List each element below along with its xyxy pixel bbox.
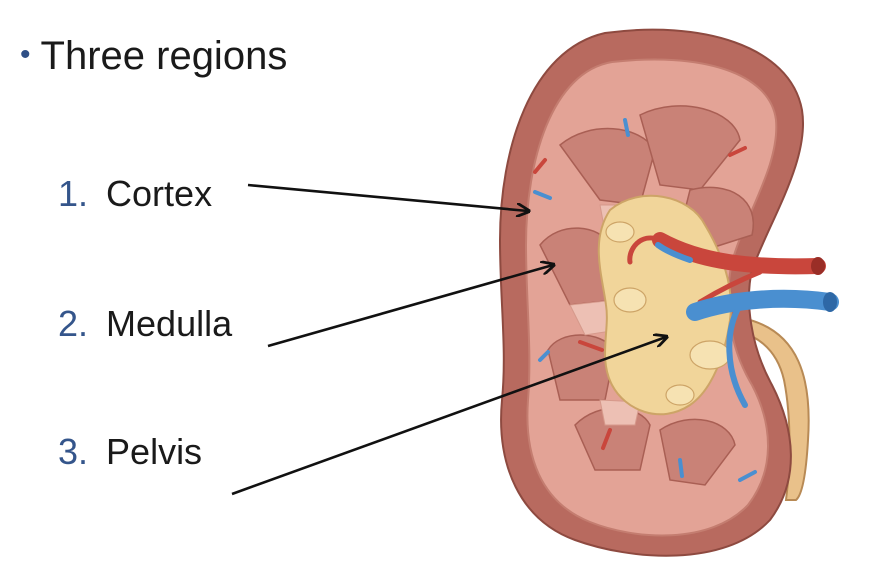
region-number: 1.	[58, 173, 89, 214]
region-label: Medulla	[106, 303, 233, 344]
region-item-pelvis: 3. Pelvis	[58, 431, 202, 473]
renal-vein	[533, 118, 839, 482]
heading-text: Three regions	[40, 34, 288, 78]
renal-artery-opening	[811, 257, 825, 275]
pelvis-leader-arrow	[231, 337, 666, 496]
medullary-pyramids	[539, 105, 755, 486]
medulla-leader-arrow	[267, 265, 553, 348]
renal-vein-opening	[823, 292, 837, 312]
slide-heading: • Three regions	[20, 34, 287, 79]
renal-calyces	[605, 221, 731, 406]
bullet-icon: •	[20, 38, 31, 71]
cortex-leader-arrow	[247, 183, 528, 211]
region-label: Cortex	[106, 173, 213, 214]
region-item-cortex: 1. Cortex	[58, 173, 212, 215]
renal-artery	[533, 146, 826, 450]
region-number: 3.	[58, 431, 89, 472]
region-item-medulla: 2. Medulla	[58, 303, 232, 345]
region-label: Pelvis	[106, 431, 203, 472]
region-number: 2.	[58, 303, 89, 344]
